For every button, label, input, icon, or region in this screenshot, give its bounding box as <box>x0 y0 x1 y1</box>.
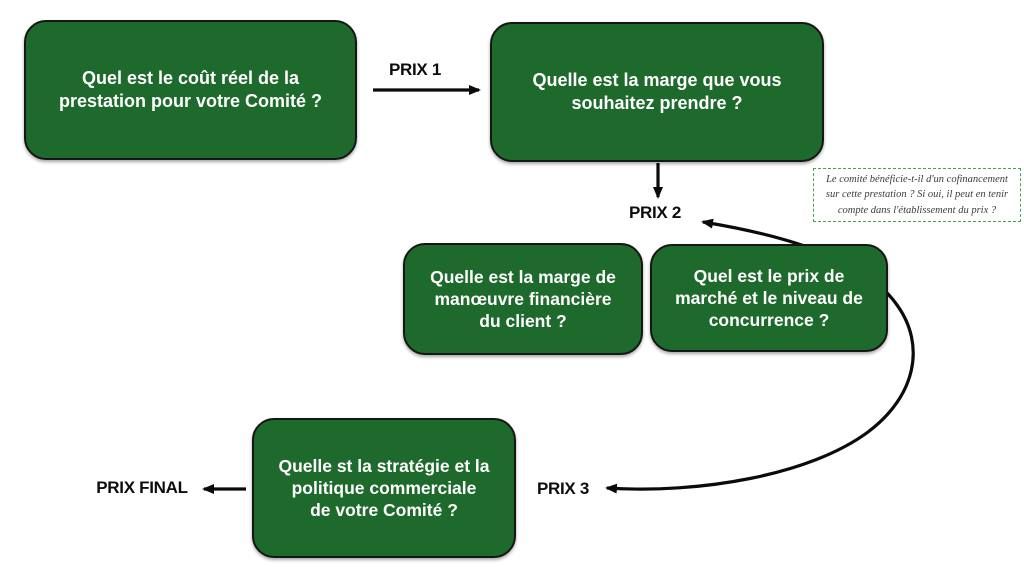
label-prix-3: PRIX 3 <box>536 479 590 498</box>
label-prix-final: PRIX FINAL <box>96 478 188 497</box>
question-box-market-price: Quel est le prix de marché et le niveau … <box>650 244 888 352</box>
cofinancing-note: Le comité bénéficie-t-il d'un cofinancem… <box>813 168 1021 222</box>
question-box-strategy: Quelle st la stratégie et la politique c… <box>252 418 516 558</box>
question-box-margin: Quelle est la marge que vous souhaitez p… <box>490 22 824 162</box>
question-box-real-cost: Quel est le coût réel de la prestation p… <box>24 20 357 160</box>
label-prix-2: PRIX 2 <box>628 203 682 222</box>
question-box-client-leeway: Quelle est la marge de manœuvre financiè… <box>403 243 643 355</box>
label-prix-1: PRIX 1 <box>388 60 442 79</box>
